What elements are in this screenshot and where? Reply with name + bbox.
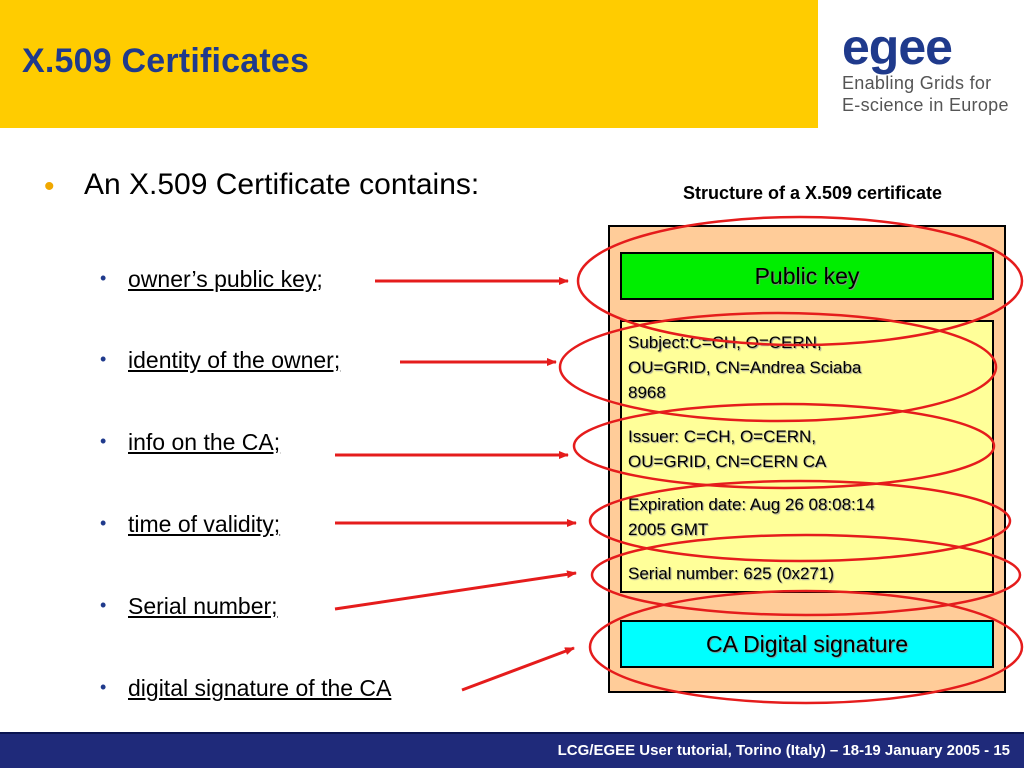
arrow-serial xyxy=(334,570,577,611)
sub-item-suffix: ; xyxy=(316,266,323,292)
logo-tagline-1: Enabling Grids for xyxy=(842,73,992,93)
page-title: X.509 Certificates xyxy=(22,42,310,80)
serial-number-line: Serial number: 625 (0x271) xyxy=(628,564,835,583)
bullet-dot-icon: • xyxy=(100,268,107,288)
bullet-dot-icon: • xyxy=(100,677,107,697)
subject-line-2: OU=GRID, CN=Andrea Sciaba xyxy=(628,358,862,377)
bullet-dot-icon: • xyxy=(100,431,107,451)
issuer-line-1: Issuer: C=CH, O=CERN, xyxy=(628,427,816,446)
list-item: • digital signature of the CA xyxy=(100,675,391,702)
expiration-line-1: Expiration date: Aug 26 08:08:14 xyxy=(628,495,875,514)
list-item: • info on the CA; xyxy=(100,429,280,456)
figure-title: Structure of a X.509 certificate xyxy=(682,183,943,203)
expiration-line-2: 2005 GMT xyxy=(628,520,709,539)
list-item: • owner’s public key; xyxy=(100,266,323,293)
bullet-dot-icon: • xyxy=(100,513,107,533)
bullet-dot-icon: • xyxy=(44,170,55,203)
bullet-dot-icon: • xyxy=(100,349,107,369)
footer-band xyxy=(0,732,1024,768)
logo-wordmark: egee xyxy=(842,19,953,75)
egee-logo: egee Enabling Grids for E-science in Eur… xyxy=(842,22,1012,122)
list-item: • Serial number; xyxy=(100,593,278,620)
ca-signature-box: CA Digital signature xyxy=(620,620,994,668)
header-band xyxy=(0,0,818,128)
footer-text: LCG/EGEE User tutorial, Torino (Italy) –… xyxy=(557,742,1010,759)
sub-item-link[interactable]: time of validity; xyxy=(128,511,281,537)
public-key-box: Public key xyxy=(620,252,994,300)
sub-item-link[interactable]: info on the CA; xyxy=(128,429,281,455)
logo-tagline-2: E-science in Europe xyxy=(842,95,1009,115)
bullet-dot-icon: • xyxy=(100,595,107,615)
sub-item-link[interactable]: digital signature of the CA xyxy=(128,675,392,701)
list-item: • time of validity; xyxy=(100,511,280,538)
list-item: • identity of the owner; xyxy=(100,347,340,374)
sub-item-link[interactable]: owner’s public key xyxy=(128,266,317,292)
subject-line-1: Subject:C=CH, O=CERN, xyxy=(628,333,822,352)
arrow-signature xyxy=(461,646,575,692)
sub-item-link[interactable]: Serial number; xyxy=(128,593,278,619)
main-bullet-text: An X.509 Certificate contains: xyxy=(84,168,480,201)
sub-item-link[interactable]: identity of the owner; xyxy=(128,347,341,373)
issuer-line-2: OU=GRID, CN=CERN CA xyxy=(628,452,827,471)
subject-line-3: 8968 xyxy=(628,383,666,402)
